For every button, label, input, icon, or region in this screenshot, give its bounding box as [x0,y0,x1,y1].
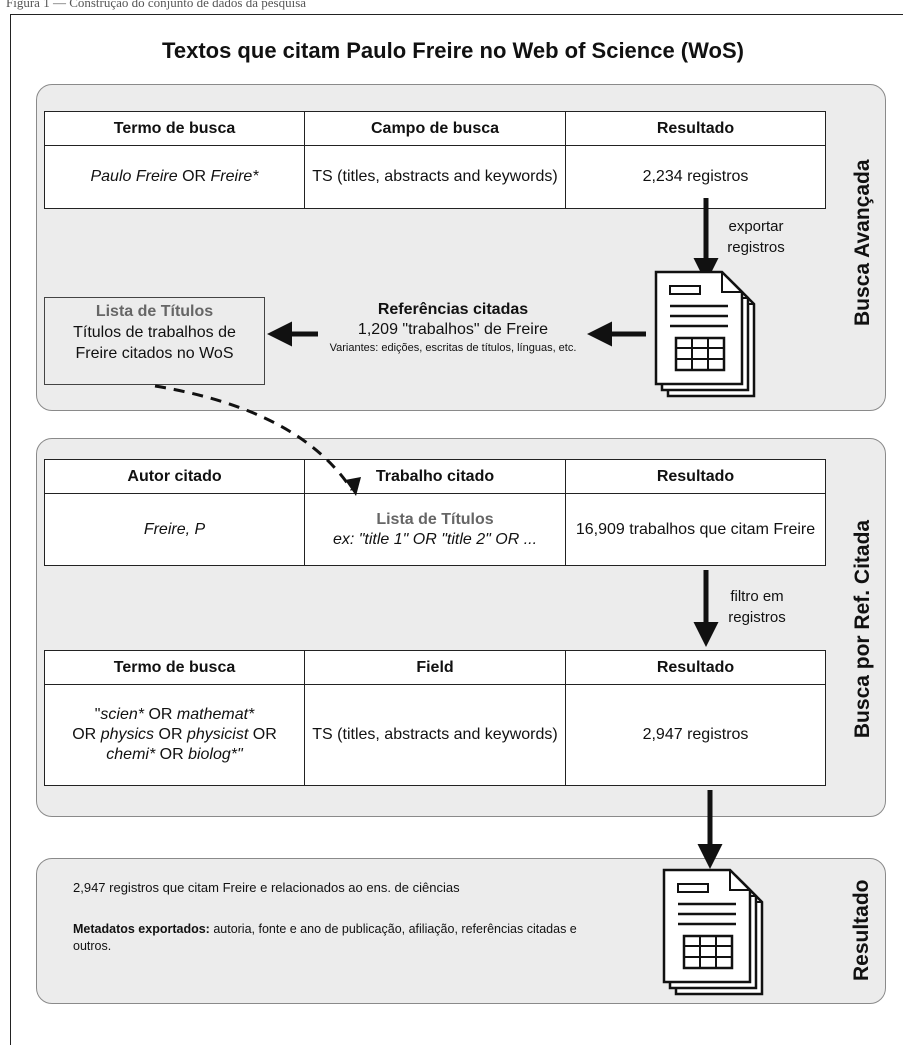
term-or: OR [72,726,101,743]
cell-search-field: TS (titles, abstracts and keywords) [304,145,566,209]
quote-close: " [237,746,243,763]
quote-open: " [94,706,101,723]
diagram-title: Textos que citam Paulo Freire no Web of … [162,38,744,63]
term-biolog: biolog* [188,746,238,763]
cited-references-variants: Variantes: edições, escritas de títulos,… [329,342,577,354]
filter-terms-line3: chemi* OR biolog*" [47,745,302,765]
term-paulo-freire: Paulo Freire [90,168,178,185]
term-chemi: chemi* [106,746,156,763]
title-list-box: Lista de Títulos Títulos de trabalhos de… [44,297,265,385]
filter-terms-line2: OR physics OR physicist OR [47,725,302,745]
term-or: OR [177,168,211,185]
dashed-connector [154,384,354,491]
cell-filter-result: 2,947 registros [565,684,826,786]
cell-cited-result: 16,909 trabalhos que citam Freire [565,493,826,566]
cited-work-example: ex: "title 1" OR "title 2" OR ... [332,530,538,548]
cell-cited-author: Freire, P [44,493,305,566]
filter-note-line2: registros [728,609,786,626]
term-physics: physics [100,726,155,743]
term-or: OR [248,726,277,743]
export-note-line1: exportar [728,218,784,235]
cell-filter-terms: "scien* OR mathemat* OR physics OR physi… [44,684,305,786]
metadata-label: Metadatos exportados: [73,922,210,936]
figure-frame [10,14,903,1045]
header-filter-field: Field [304,650,566,685]
filter-note-line1: filtro em [730,588,784,605]
filter-table: Termo de busca Field Resultado "scien* O… [44,650,826,786]
cell-result: 2,234 registros [565,145,826,209]
header-result: Resultado [565,459,826,494]
filter-terms-line1: "scien* OR mathemat* [47,705,302,725]
header-search-term: Termo de busca [44,111,305,146]
export-note: exportar registros [706,216,806,258]
advanced-search-table: Termo de busca Campo de busca Resultado … [44,111,826,209]
metadata-text: autoria, fonte e ano de publicação, afil… [73,922,577,953]
term-scien: scien* [100,706,144,723]
term-physicist: physicist [186,726,249,743]
term-freire-wildcard: Freire* [210,168,259,185]
figure-caption: Figura 1 — Construção do conjunto de dad… [6,0,307,10]
result-metadata: Metadatos exportados: autoria, fonte e a… [73,921,593,955]
cited-references-title: Referências citadas [377,301,529,318]
title-list-line1: Títulos de trabalhos de [73,324,236,341]
document-stack-icon-2 [662,868,764,996]
cited-ref-table: Autor citado Trabalho citado Resultado F… [44,459,826,566]
cited-work-list-title: Lista de Títulos [376,510,494,528]
dashed-connector-head [345,477,361,496]
term-or: OR [154,726,187,743]
header-cited-work: Trabalho citado [304,459,566,494]
title-list-heading: Lista de Títulos [95,303,214,320]
cited-references-count: 1,209 "trabalhos" de Freire [357,321,549,338]
cell-cited-work: Lista de Títulos ex: "title 1" OR "title… [304,493,566,566]
result-summary: 2,947 registros que citam Freire e relac… [73,880,460,895]
title-list-line2: Freire citados no WoS [75,345,234,362]
term-or: OR [144,706,177,723]
cell-search-term: Paulo Freire OR Freire* [44,145,305,209]
term-or: OR [155,746,189,763]
header-result: Resultado [565,111,826,146]
header-cited-author: Autor citado [44,459,305,494]
term-mathemat: mathemat* [176,706,255,723]
document-stack-icon-1 [654,270,756,398]
filter-note: filtro em registros [708,586,806,628]
export-note-line2: registros [727,239,785,256]
header-filter-term: Termo de busca [44,650,305,685]
cited-references-block: Referências citadas 1,209 "trabalhos" de… [318,300,588,356]
